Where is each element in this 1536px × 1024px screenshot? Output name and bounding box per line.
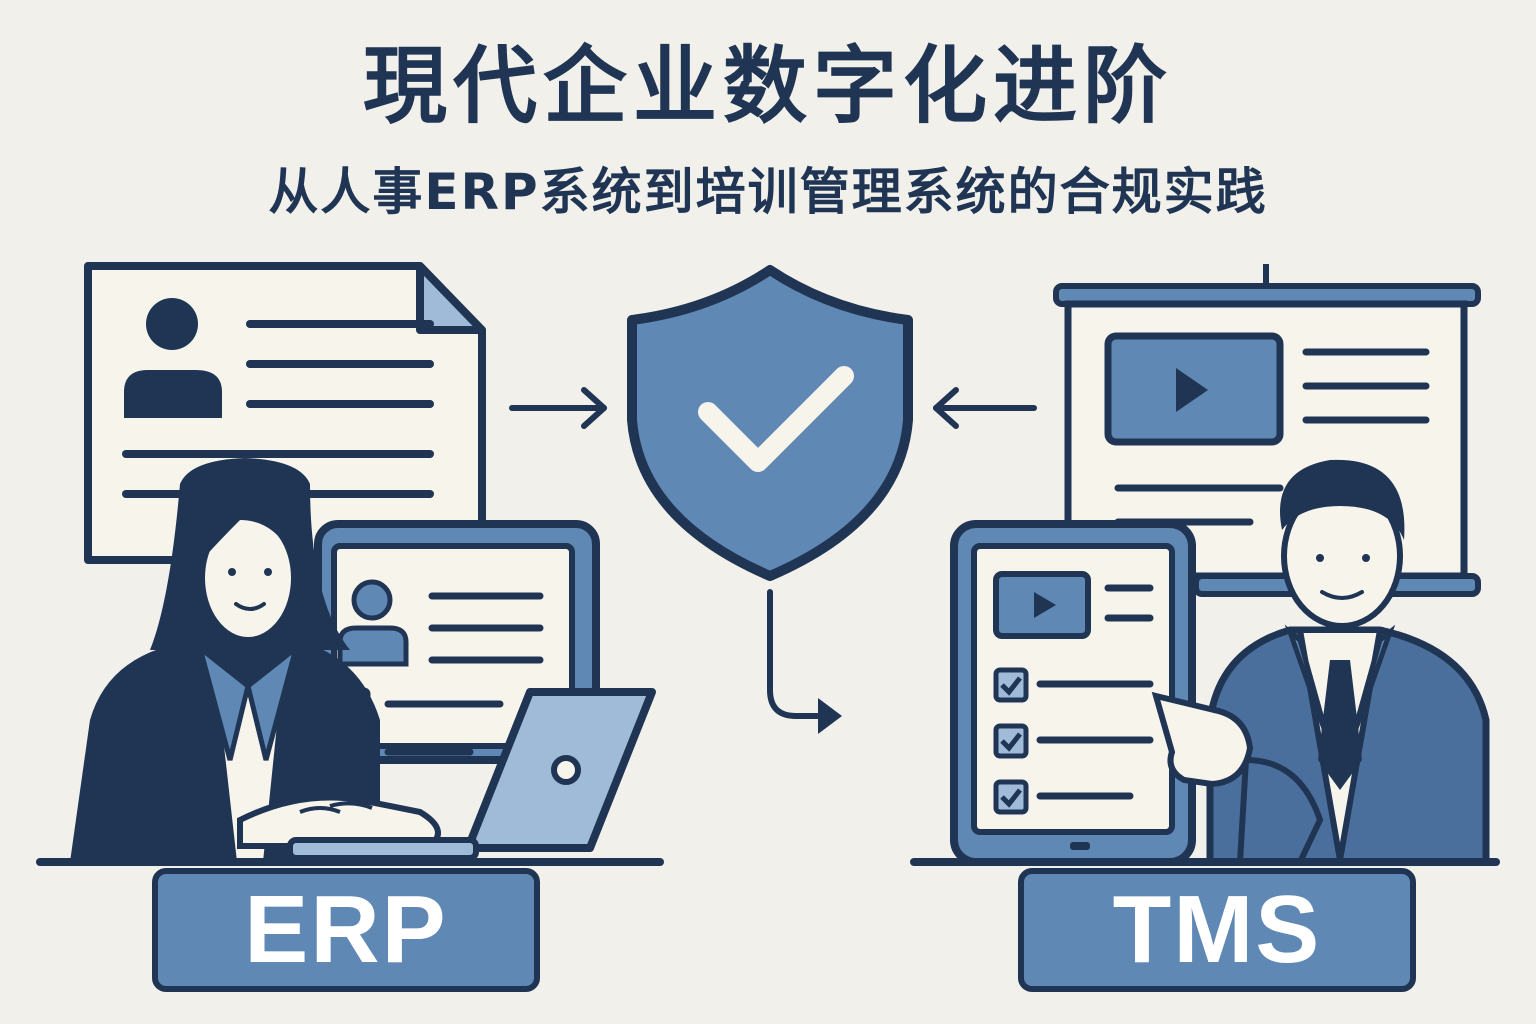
page-subtitle: 从人事ERP系统到培训管理系统的合规实践 [268, 163, 1268, 221]
arrow-down-right-icon [767, 589, 842, 734]
checkbox-icon [993, 723, 1029, 759]
arrow-left-icon [933, 387, 1037, 429]
play-icon [1176, 368, 1208, 412]
erp-label-badge: ERP [152, 868, 540, 992]
tablet-icon [950, 520, 1196, 866]
hr-woman-figure [70, 458, 441, 865]
erp-monitor-icon [314, 520, 600, 771]
compliance-shield-icon [627, 265, 913, 581]
page-title: 現代企业数字化进阶 [362, 37, 1173, 135]
play-icon [1034, 592, 1056, 618]
trainer-man-figure [1151, 459, 1490, 866]
checkbox-icon [993, 667, 1029, 703]
tms-label-badge: TMS [1018, 868, 1416, 992]
arrow-right-icon [509, 387, 607, 429]
check-icon [698, 366, 854, 472]
checkbox-icon [993, 779, 1029, 815]
